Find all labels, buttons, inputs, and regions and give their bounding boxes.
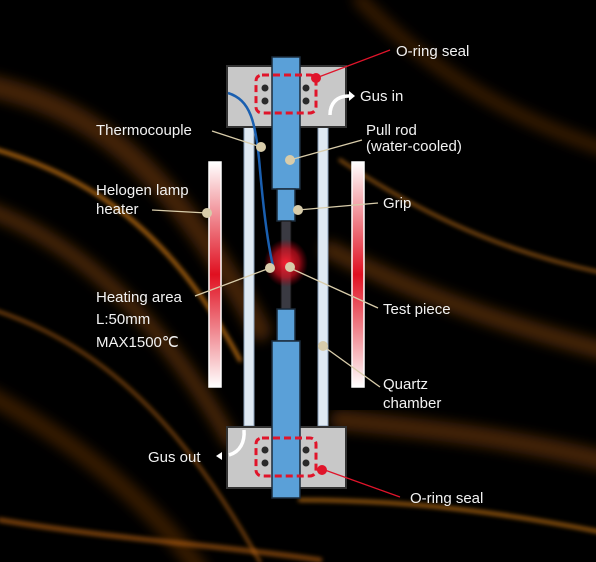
label-heating-max: MAX1500℃: [96, 334, 179, 351]
quartz-tube-right: [317, 125, 329, 427]
label-heating-length: L:50mm: [96, 311, 150, 328]
label-heater-sub: heater: [96, 201, 139, 218]
upper-pull-rod: [271, 56, 301, 190]
label-grip: Grip: [383, 195, 411, 212]
heating-area-glow: [264, 239, 308, 287]
pointer-dots: [202, 73, 328, 475]
leader-lines: [151, 49, 401, 498]
label-quartz: Quartz: [383, 376, 428, 393]
lower-pull-rod: [271, 340, 301, 499]
label-gus-in: Gus in: [360, 88, 403, 105]
bolts: [261, 84, 310, 467]
oring-seal-box-top: [254, 73, 318, 115]
label-quartz-sub: chamber: [383, 395, 441, 412]
label-oring-seal-bottom: O-ring seal: [410, 490, 483, 507]
thermocouple-wire: [227, 91, 275, 267]
label-pull-rod: Pull rod: [366, 122, 417, 139]
lower-grip: [276, 308, 296, 342]
label-pull-rod-sub: (water-cooled): [366, 138, 462, 155]
label-heating-area: Heating area: [96, 289, 183, 306]
oring-seal-box-bottom: [254, 436, 318, 478]
gas-in-arrow: [349, 91, 355, 101]
label-oring-seal-top: O-ring seal: [396, 43, 469, 60]
gas-in-line: [328, 94, 350, 116]
gas-out-line: [228, 429, 246, 457]
label-thermocouple: Thermocouple: [96, 122, 192, 139]
label-heater: Helogen lamp: [96, 182, 189, 199]
label-gus-out: Gus out: [148, 449, 201, 466]
gas-out-arrow: [216, 452, 222, 460]
upper-grip: [276, 188, 296, 222]
label-test-piece: Test piece: [383, 301, 451, 318]
heater-right: [351, 161, 365, 388]
heater-left: [208, 161, 222, 388]
